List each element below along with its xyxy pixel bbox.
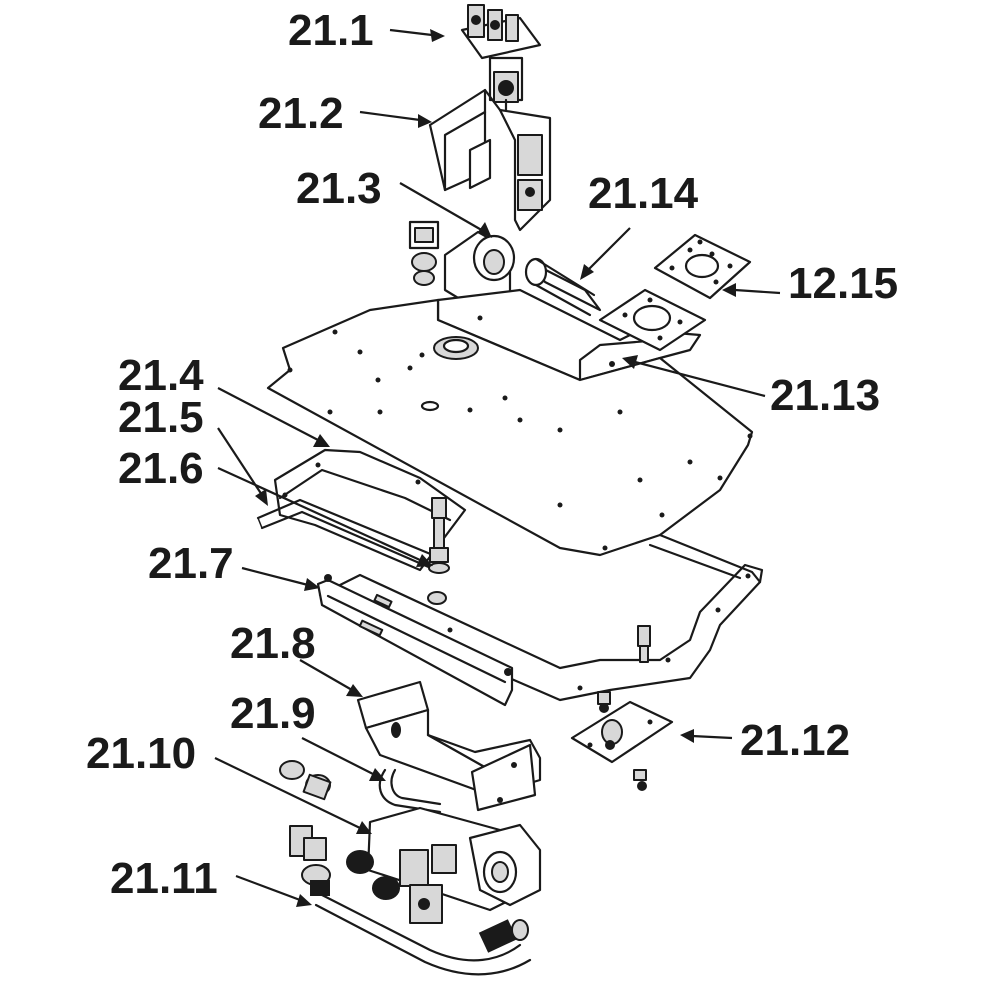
part-12-15-square-plate [653, 233, 752, 300]
callout-21-1: 21.1 [288, 6, 374, 55]
part-21-9-clamp-loop [378, 768, 442, 814]
leader-lines [214, 28, 781, 907]
part-21-2-bracket [428, 88, 552, 232]
part-21-5-gasket-frame [256, 498, 447, 574]
callout-21-9: 21.9 [230, 689, 316, 738]
callout-21-10: 21.10 [86, 729, 196, 778]
callout-labels: 21.1 21.2 21.3 21.14 12.15 21.13 21.4 21… [86, 6, 898, 903]
callout-21-12: 21.12 [740, 716, 850, 765]
callout-12-15: 12.15 [788, 259, 898, 308]
callout-21-2: 21.2 [258, 89, 344, 138]
part-21-11-hose-fittings [289, 825, 532, 976]
main-top-plate [266, 298, 754, 557]
part-21-8-box-bracket [356, 680, 542, 812]
callout-21-13: 21.13 [770, 371, 880, 420]
standoff-bolts [427, 497, 651, 663]
callout-21-14: 21.14 [588, 169, 699, 218]
part-21-6-base-frame [257, 517, 764, 702]
part-21-14-cylinder [524, 257, 602, 317]
part-21-10-manifold [279, 760, 542, 924]
callout-21-7: 21.7 [148, 539, 234, 588]
part-21-12-small-plate [570, 691, 674, 791]
callout-21-8: 21.8 [230, 619, 316, 668]
part-21-4-frame [273, 448, 467, 572]
callout-21-4: 21.4 [118, 351, 204, 400]
part-21-7-rail [316, 574, 514, 707]
part-21-1-valve-assembly [460, 4, 542, 114]
callout-21-6: 21.6 [118, 444, 204, 493]
callout-21-11: 21.11 [110, 854, 218, 903]
callout-21-5: 21.5 [118, 393, 204, 442]
callout-21-3: 21.3 [296, 164, 382, 213]
